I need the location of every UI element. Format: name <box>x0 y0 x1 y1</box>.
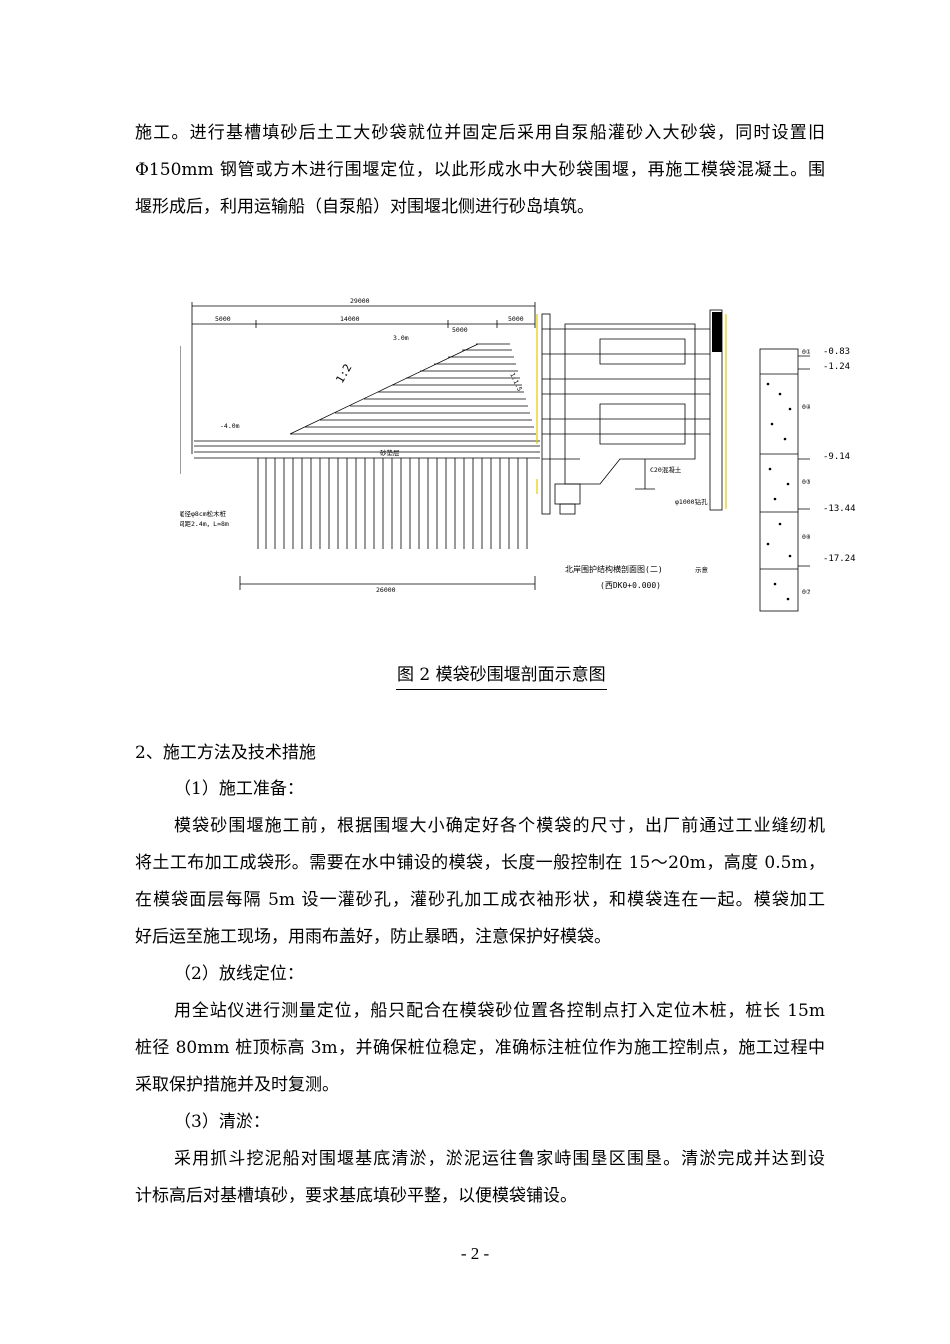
slope-left: 1:2 <box>333 362 354 386</box>
cofferdam-section-figure: 29000 5000 14000 5000 5000 3.0m 1:2 1:1.… <box>180 297 810 612</box>
intro-line-1: 施工。进行基槽填砂后土工大砂袋就位并固定后采用自泵船灌砂入大砂袋，同时设置旧 <box>135 123 825 143</box>
soil-layer-1: 0① <box>802 348 810 356</box>
section-sub: (西DK0+0.000) <box>600 581 661 590</box>
sub-heading-2: （2）放线定位： <box>174 964 304 984</box>
sub3-line-2: 计标高后对基槽填砂，要求基底填砂平整，以便模袋铺设。 <box>135 1186 577 1206</box>
elev-base: -4.0m <box>220 422 240 430</box>
sub-heading-3: （3）清淤： <box>174 1112 270 1132</box>
sub3-line-1: 采用抓斗挖泥船对围堰基底清淤，淤泥运往鲁家峙围垦区围垦。清淤完成并达到设 <box>174 1149 825 1169</box>
section-title: 北岸围护结构横剖面图(二) <box>565 564 663 574</box>
sub2-line-1: 用全站仪进行测量定位，船只配合在模袋砂位置各控制点打入定位木桩，桩长 15m <box>174 1001 825 1021</box>
dim-total: 29000 <box>350 297 370 305</box>
pile-note-1: 尾径φ8cm松木桩 <box>180 509 227 518</box>
page-number: - 2 - <box>460 1244 490 1263</box>
soil-layer-2: 0④ <box>802 403 810 411</box>
elev-2: -1.24 <box>823 362 851 372</box>
elev-4: -13.44 <box>823 504 856 514</box>
drill-label: φ1000钻孔 <box>675 497 708 506</box>
dim-5000-a: 5000 <box>215 315 231 323</box>
sand-layer-label: 砂垫层 <box>380 448 400 457</box>
sub1-line-4: 好后运至施工现场，用雨布盖好，防止暴晒，注意保护好模袋。 <box>135 927 611 947</box>
sub2-line-3: 采取保护措施并及时复测。 <box>135 1075 339 1095</box>
section-heading: 2、施工方法及技术措施 <box>135 743 316 763</box>
sub1-line-3: 在模袋面层每隔 5m 设一灌砂孔，灌砂孔加工成衣袖形状，和模袋连在一起。模袋加工 <box>135 890 825 910</box>
elevation-column: -0.83 -1.24 -9.14 -13.44 -17.24 <box>823 347 856 564</box>
soil-layer-5: 0⑦ <box>802 588 810 596</box>
soil-layer-3: 0⑤ <box>802 478 810 486</box>
intro-line-2: Φ150mm 钢管或方木进行围堰定位，以此形成水中大砂袋围堰，再施工模袋混凝土。… <box>135 160 825 180</box>
c20-label: C20混凝土 <box>650 465 682 474</box>
section-suffix: 示意 <box>695 565 709 574</box>
intro-line-3: 堰形成后，利用运输船（自泵船）对围堰北侧进行砂岛填筑。 <box>135 197 594 217</box>
pile-note-2: 间距2.4m，L=8m <box>180 520 229 528</box>
dim-5000-c: 5000 <box>508 315 524 323</box>
figure-caption: 图 2 模袋砂围堰剖面示意图 <box>396 661 607 690</box>
dim-5000-b: 5000 <box>452 326 468 334</box>
sub2-line-2: 桩径 80mm 桩顶标高 3m，并确保桩位稳定，准确标注桩位作为施工控制点，施工… <box>135 1038 825 1058</box>
elev-3: -9.14 <box>823 452 851 462</box>
elev-top: 3.0m <box>393 334 409 342</box>
sub-heading-1: （1）施工准备： <box>174 779 304 799</box>
dim-bottom: 26000 <box>376 586 396 594</box>
sub1-line-1: 模袋砂围堰施工前，根据围堰大小确定好各个模袋的尺寸，出厂前通过工业缝纫机 <box>174 816 825 836</box>
elev-1: -0.83 <box>823 347 851 357</box>
slope-right: 1:1.5 <box>508 371 524 392</box>
elev-5: -17.24 <box>823 554 856 564</box>
sub1-line-2: 将土工布加工成袋形。需要在水中铺设的模袋，长度一般控制在 15～20m，高度 0… <box>135 853 825 873</box>
soil-layer-4: 0⑥ <box>802 533 810 541</box>
dim-14000: 14000 <box>340 315 360 323</box>
